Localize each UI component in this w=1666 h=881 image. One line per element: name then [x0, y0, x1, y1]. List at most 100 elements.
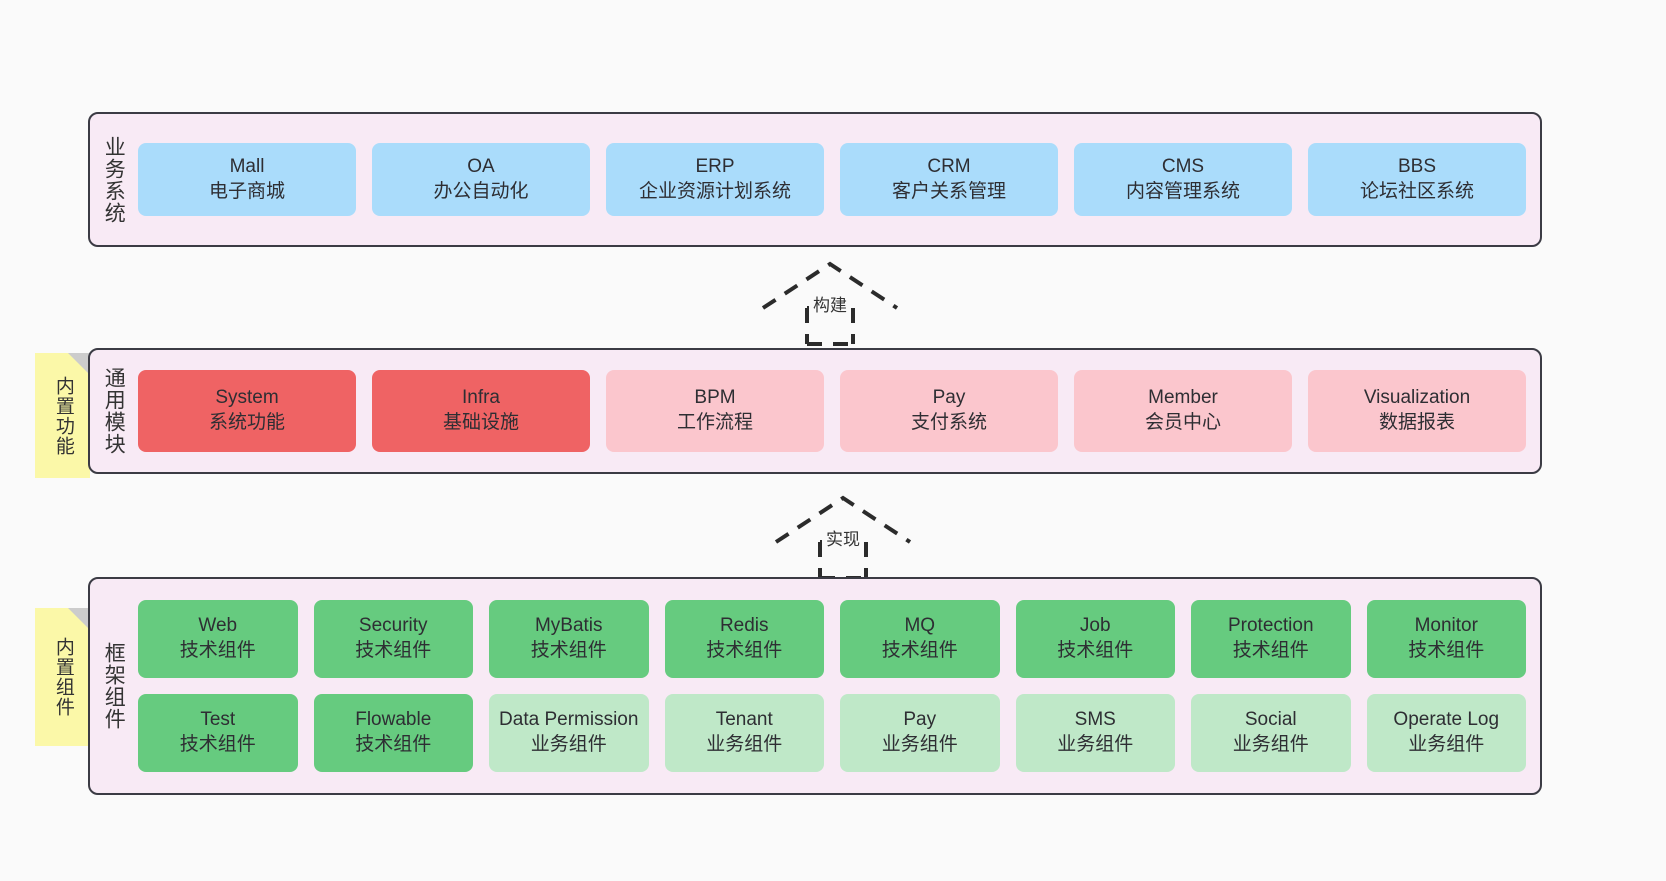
framework-card-mybatis[interactable]: MyBatis 技术组件 [489, 600, 649, 678]
connector-label: 构建 [809, 290, 851, 317]
modules-row: System 系统功能 Infra 基础设施 BPM 工作流程 Pay 支付系统… [138, 370, 1526, 452]
card-name: MyBatis [534, 615, 603, 637]
business-card-erp[interactable]: ERP 企业资源计划系统 [606, 143, 824, 216]
framework-card-pay[interactable]: Pay 业务组件 [840, 694, 1000, 772]
card-desc: 业务组件 [530, 734, 607, 755]
card-desc: 支付系统 [910, 412, 987, 433]
business-card-oa[interactable]: OA 办公自动化 [372, 143, 590, 216]
framework-card-sms[interactable]: SMS 业务组件 [1015, 694, 1175, 772]
card-desc: 业务组件 [706, 734, 783, 755]
card-name: Pay [903, 709, 937, 731]
framework-row-business: Test 技术组件 Flowable 技术组件 Data Permission … [138, 694, 1526, 772]
card-desc: 业务组件 [1408, 734, 1485, 755]
card-name: Data Permission [499, 709, 639, 731]
card-name: BPM [694, 387, 736, 409]
card-desc: 技术组件 [1057, 640, 1134, 661]
card-name: Operate Log [1393, 709, 1500, 731]
card-desc: 技术组件 [530, 640, 607, 661]
card-name: SMS [1074, 709, 1116, 731]
card-name: Redis [719, 615, 769, 637]
business-card-crm[interactable]: CRM 客户关系管理 [840, 143, 1058, 216]
card-desc: 技术组件 [179, 640, 256, 661]
framework-row-technical: Web 技术组件 Security 技术组件 MyBatis 技术组件 Redi… [138, 600, 1526, 678]
framework-card-job[interactable]: Job 技术组件 [1015, 600, 1175, 678]
card-name: CRM [927, 155, 971, 177]
module-card-bpm[interactable]: BPM 工作流程 [606, 370, 824, 452]
sticky-note-built-in-functions: 内置功能 [35, 353, 90, 478]
business-card-bbs[interactable]: BBS 论坛社区系统 [1308, 143, 1526, 216]
framework-card-redis[interactable]: Redis 技术组件 [664, 600, 824, 678]
card-desc: 企业资源计划系统 [638, 180, 791, 202]
connector-build: 构建 [755, 258, 905, 346]
card-desc: 系统功能 [208, 412, 285, 433]
card-name: MQ [904, 615, 936, 637]
framework-card-mq[interactable]: MQ 技术组件 [840, 600, 1000, 678]
layer-title-business: 业务系统 [102, 135, 126, 224]
business-row: Mall 电子商城 OA 办公自动化 ERP 企业资源计划系统 CRM 客户关系… [138, 143, 1526, 216]
card-desc: 技术组件 [1232, 640, 1309, 661]
card-desc: 论坛社区系统 [1359, 180, 1474, 202]
card-desc: 业务组件 [1057, 734, 1134, 755]
card-name: OA [467, 155, 495, 177]
card-name: Tenant [715, 709, 773, 731]
module-card-system[interactable]: System 系统功能 [138, 370, 356, 452]
card-desc: 会员中心 [1144, 412, 1221, 433]
card-desc: 技术组件 [1408, 640, 1485, 661]
framework-card-flowable[interactable]: Flowable 技术组件 [313, 694, 473, 772]
module-card-member[interactable]: Member 会员中心 [1074, 370, 1292, 452]
card-name: Web [198, 615, 238, 637]
card-desc: 基础设施 [442, 412, 519, 433]
card-name: Pay [932, 387, 966, 409]
layer-business-systems: 业务系统 Mall 电子商城 OA 办公自动化 ERP 企业资源计划系统 CRM… [88, 112, 1542, 247]
connector-implement: 实现 [768, 492, 918, 580]
layer-common-modules: 通用模块 System 系统功能 Infra 基础设施 BPM 工作流程 Pay… [88, 348, 1542, 474]
framework-card-tenant[interactable]: Tenant 业务组件 [664, 694, 824, 772]
layer-body-framework: Web 技术组件 Security 技术组件 MyBatis 技术组件 Redi… [136, 579, 1540, 793]
framework-card-security[interactable]: Security 技术组件 [313, 600, 473, 678]
card-name: Member [1148, 387, 1218, 409]
business-card-cms[interactable]: CMS 内容管理系统 [1074, 143, 1292, 216]
module-card-pay[interactable]: Pay 支付系统 [840, 370, 1058, 452]
layer-framework-components: 框架组件 Web 技术组件 Security 技术组件 MyBatis 技术组件… [88, 577, 1542, 795]
card-name: CMS [1161, 155, 1205, 177]
connector-label: 实现 [822, 524, 864, 551]
sticky-note-label: 内置组件 [52, 637, 74, 717]
card-desc: 业务组件 [881, 734, 958, 755]
card-desc: 内容管理系统 [1125, 180, 1240, 202]
card-name: Infra [461, 387, 501, 409]
framework-card-protection[interactable]: Protection 技术组件 [1191, 600, 1351, 678]
card-name: BBS [1397, 155, 1437, 177]
card-name: ERP [695, 155, 735, 177]
business-card-mall[interactable]: Mall 电子商城 [138, 143, 356, 216]
layer-body-modules: System 系统功能 Infra 基础设施 BPM 工作流程 Pay 支付系统… [136, 350, 1540, 472]
card-desc: 技术组件 [706, 640, 783, 661]
card-desc: 工作流程 [676, 412, 753, 433]
module-card-infra[interactable]: Infra 基础设施 [372, 370, 590, 452]
framework-card-social[interactable]: Social 业务组件 [1191, 694, 1351, 772]
card-name: Monitor [1414, 615, 1478, 637]
layer-title-modules: 通用模块 [102, 367, 126, 455]
layer-title-framework: 框架组件 [102, 642, 126, 730]
card-desc: 技术组件 [881, 640, 958, 661]
card-name: Test [200, 709, 236, 731]
card-name: Mall [229, 155, 265, 177]
card-name: Flowable [355, 709, 432, 731]
sticky-note-label: 内置功能 [52, 375, 74, 456]
framework-card-monitor[interactable]: Monitor 技术组件 [1366, 600, 1526, 678]
card-desc: 客户关系管理 [891, 180, 1006, 202]
card-desc: 技术组件 [355, 640, 432, 661]
card-desc: 技术组件 [355, 734, 432, 755]
card-desc: 数据报表 [1378, 412, 1455, 433]
framework-card-data-permission[interactable]: Data Permission 业务组件 [489, 694, 649, 772]
framework-card-test[interactable]: Test 技术组件 [138, 694, 298, 772]
module-card-visualization[interactable]: Visualization 数据报表 [1308, 370, 1526, 452]
card-name: System [215, 387, 279, 409]
card-name: Visualization [1363, 387, 1471, 409]
framework-card-web[interactable]: Web 技术组件 [138, 600, 298, 678]
sticky-note-built-in-components: 内置组件 [35, 608, 90, 746]
layer-body-business: Mall 电子商城 OA 办公自动化 ERP 企业资源计划系统 CRM 客户关系… [136, 114, 1540, 245]
card-name: Security [358, 615, 428, 637]
card-desc: 电子商城 [208, 180, 285, 202]
framework-card-operate-log[interactable]: Operate Log 业务组件 [1366, 694, 1526, 772]
